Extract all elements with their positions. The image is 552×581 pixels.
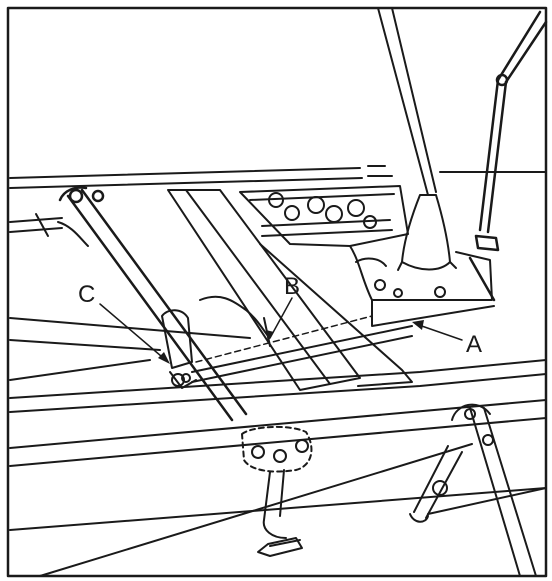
floor-tunnel xyxy=(167,189,413,391)
gear-selector-arm xyxy=(468,10,548,302)
lower-coupling xyxy=(241,425,313,539)
lower-rod xyxy=(39,443,473,577)
floor-panel-edge xyxy=(9,165,547,189)
brake-lever xyxy=(409,403,547,577)
left-rod-end xyxy=(9,213,89,247)
callout-label-a: A xyxy=(466,331,482,358)
linkage-rod-a xyxy=(191,325,413,383)
steering-column xyxy=(377,7,437,196)
callout-arrow-a xyxy=(412,320,424,330)
gearbox-casing xyxy=(239,185,495,327)
callout-leaders xyxy=(99,297,463,363)
callout-arrow-b xyxy=(266,330,274,342)
gear-lever-boot xyxy=(397,194,457,271)
chassis-frame xyxy=(9,317,547,531)
callout-label-c: C xyxy=(78,281,95,308)
callout-label-b: B xyxy=(284,273,300,300)
callout-arrow-c xyxy=(158,352,170,364)
figure-border xyxy=(6,6,548,578)
dashed-rod-outline xyxy=(195,315,373,363)
top-cover-terminals xyxy=(261,192,393,237)
